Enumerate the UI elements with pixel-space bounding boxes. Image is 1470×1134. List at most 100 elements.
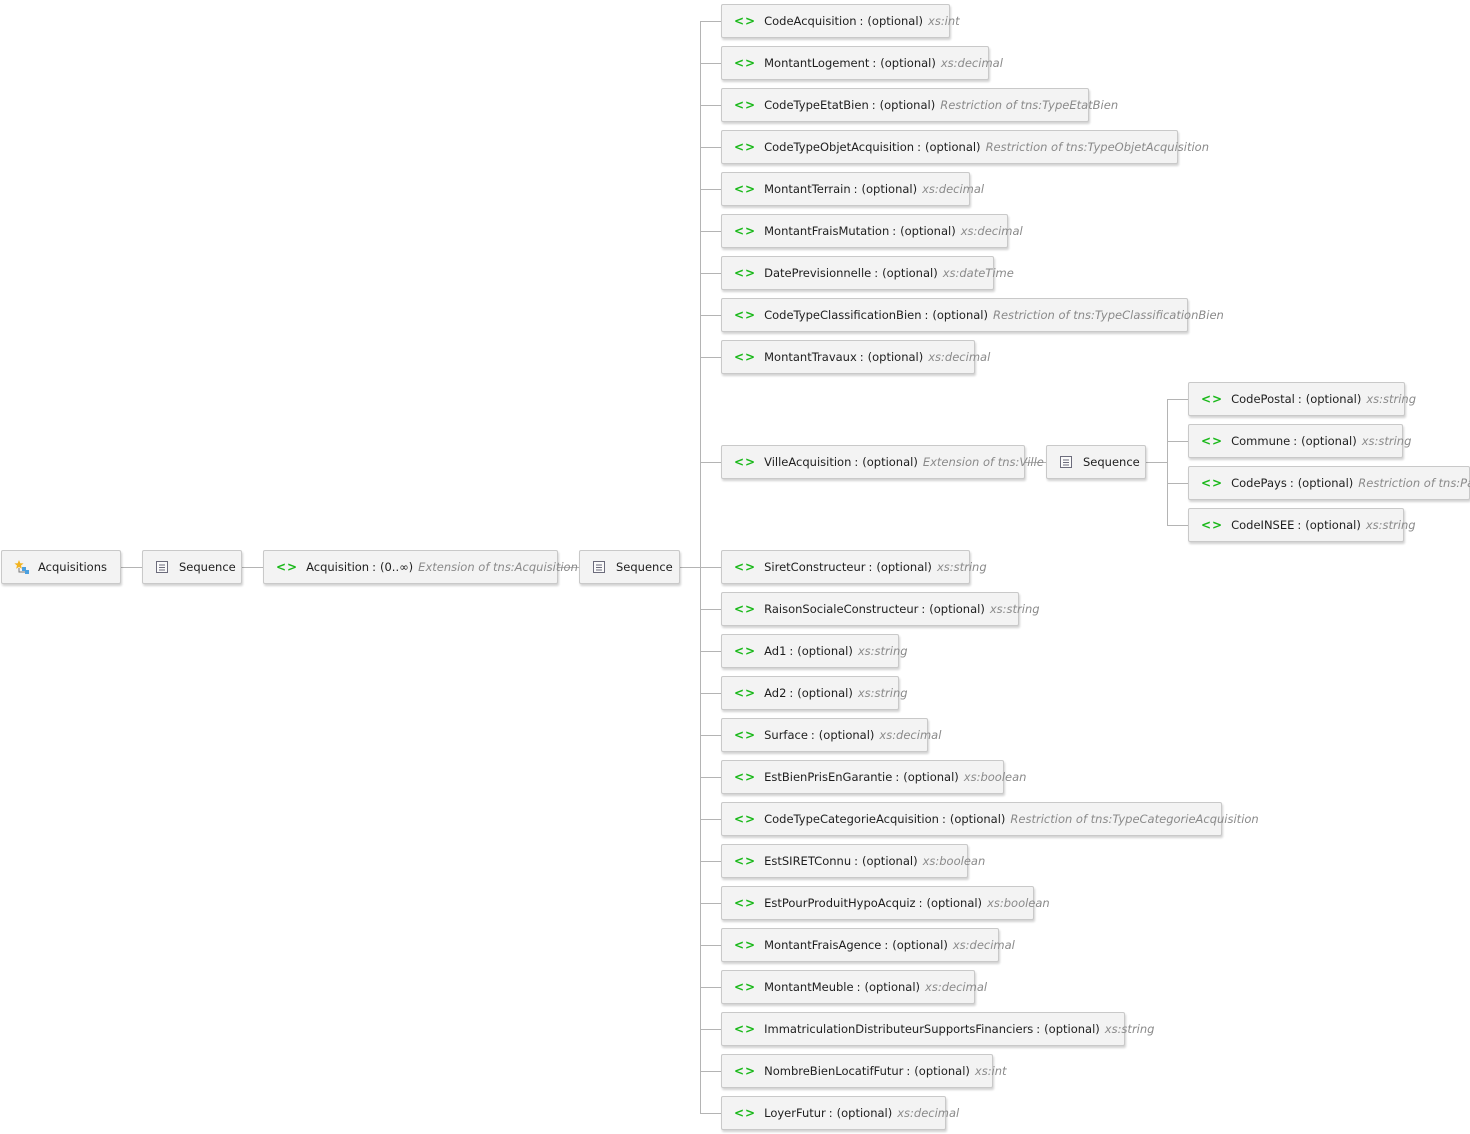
element-icon: <> [734, 602, 757, 616]
element-type: xs:boolean [922, 854, 986, 868]
element-icon: <> [1201, 392, 1224, 406]
element-name: CodeTypeObjetAcquisition [764, 140, 915, 154]
element-occurs: (optional) [1305, 392, 1362, 406]
element-node-raisonsocialeconstructeur[interactable]: <>RaisonSocialeConstructeur:(optional)xs… [721, 592, 1040, 626]
element-node-siretconstructeur[interactable]: <>SiretConstructeur:(optional)xs:string [721, 550, 987, 584]
element-type: xs:string [1365, 518, 1416, 532]
element-icon: <> [734, 896, 757, 910]
element-icon: <> [734, 140, 757, 154]
sequence-icon [155, 560, 169, 574]
element-type: Extension of tns:Ville [922, 455, 1044, 469]
element-icon: <> [734, 1022, 757, 1036]
element-icon: <> [734, 560, 757, 574]
element-name: MontantMeuble [764, 980, 854, 994]
element-type: Restriction of tns:TypeClassificationBie… [992, 308, 1224, 322]
element-node-montantfraismutation[interactable]: <>MontantFraisMutation:(optional)xs:deci… [721, 214, 1023, 248]
element-node-ad1[interactable]: <>Ad1:(optional)xs:string [721, 634, 908, 668]
element-type: xs:decimal [922, 182, 985, 196]
sequence-node-ville[interactable]: Sequence [1046, 445, 1146, 479]
element-occurs: (optional) [900, 224, 956, 238]
element-occurs: (optional) [1305, 518, 1361, 532]
element-occurs: (optional) [892, 938, 948, 952]
element-name: Commune [1231, 434, 1291, 448]
element-type: xs:string [936, 560, 987, 574]
sequence-node-root[interactable]: Sequence [142, 550, 242, 584]
element-name: CodeINSEE [1231, 518, 1295, 532]
element-name: MontantTravaux [764, 350, 857, 364]
root-node-acquisitions[interactable]: Acquisitions [1, 550, 121, 584]
element-node-montanttravaux[interactable]: <>MontantTravaux:(optional)xs:decimal [721, 340, 990, 374]
element-icon: <> [734, 1106, 757, 1120]
element-node-villeacquisition[interactable]: <>VilleAcquisition:(optional)Extension o… [721, 445, 1044, 479]
element-node-codeinsee[interactable]: <>CodeINSEE:(optional)xs:string [1188, 508, 1416, 542]
element-node-commune[interactable]: <>Commune:(optional)xs:string [1188, 424, 1411, 458]
element-node-loyerfutur[interactable]: <>LoyerFutur:(optional)xs:decimal [721, 1096, 959, 1130]
element-icon: <> [734, 644, 757, 658]
element-type: Restriction of tns:TypeObjetAcquisition [985, 140, 1209, 154]
element-name: MontantTerrain [764, 182, 851, 196]
element-icon: <> [734, 308, 757, 322]
element-node-acquisition[interactable]: <> Acquisition : (0..∞) Extension of tns… [263, 550, 578, 584]
element-occurs: (optional) [797, 686, 853, 700]
element-name: CodePostal [1231, 392, 1295, 406]
element-icon: <> [734, 266, 757, 280]
element-occurs: (optional) [1297, 476, 1354, 490]
element-node-montantfraisagence[interactable]: <>MontantFraisAgence:(optional)xs:decima… [721, 928, 1015, 962]
element-type: xs:string [857, 644, 908, 658]
element-icon: <> [734, 182, 757, 196]
element-icon: <> [1201, 518, 1224, 532]
element-occurs: (optional) [949, 812, 1006, 826]
element-name: CodeAcquisition [764, 14, 857, 28]
element-icon: <> [734, 728, 757, 742]
element-node-codetypeclassificationbien[interactable]: <>CodeTypeClassificationBien:(optional)R… [721, 298, 1224, 332]
element-node-estpourproduithypoacquiz[interactable]: <>EstPourProduitHypoAcquiz:(optional)xs:… [721, 886, 1050, 920]
element-node-estsiretconnu[interactable]: <>EstSIRETConnu:(optional)xs:boolean [721, 844, 985, 878]
element-icon: <> [734, 56, 757, 70]
element-type: xs:string [1104, 1022, 1155, 1036]
element-node-codetypeetatbien[interactable]: <>CodeTypeEtatBien:(optional)Restriction… [721, 88, 1118, 122]
element-node-codetypecategorieacquisition[interactable]: <>CodeTypeCategorieAcquisition:(optional… [721, 802, 1259, 836]
element-node-estbienprisengarantie[interactable]: <>EstBienPrisEnGarantie:(optional)xs:boo… [721, 760, 1026, 794]
element-node-montantlogement[interactable]: <>MontantLogement:(optional)xs:decimal [721, 46, 1003, 80]
root-element-icon [14, 559, 30, 575]
root-label: Acquisitions [38, 560, 107, 574]
element-node-immatriculationdistributeursupportsfinanciers[interactable]: <>ImmatriculationDistributeurSupportsFin… [721, 1012, 1154, 1046]
element-icon: <> [734, 812, 757, 826]
element-icon: <> [276, 560, 299, 574]
element-icon: <> [734, 455, 757, 469]
element-type: xs:string [1361, 434, 1412, 448]
element-name: CodeTypeCategorieAcquisition [764, 812, 939, 826]
sequence-icon [1059, 455, 1073, 469]
element-name: VilleAcquisition [764, 455, 852, 469]
sequence-icon [592, 560, 606, 574]
element-occurs: (optional) [932, 308, 988, 322]
element-name: MontantFraisAgence [764, 938, 882, 952]
element-node-surface[interactable]: <>Surface:(optional)xs:decimal [721, 718, 941, 752]
element-type: xs:decimal [925, 980, 988, 994]
element-node-nombrebienlocatiffutur[interactable]: <>NombreBienLocatifFutur:(optional)xs:in… [721, 1054, 1007, 1088]
element-name: LoyerFutur [764, 1106, 826, 1120]
element-node-montantterrain[interactable]: <>MontantTerrain:(optional)xs:decimal [721, 172, 984, 206]
element-occurs: (optional) [926, 896, 983, 910]
element-icon: <> [1201, 476, 1224, 490]
element-type: xs:boolean [987, 896, 1050, 910]
element-occurs: (optional) [862, 455, 918, 469]
element-node-montantmeuble[interactable]: <>MontantMeuble:(optional)xs:decimal [721, 970, 987, 1004]
element-type: xs:decimal [897, 1106, 960, 1120]
element-occurs: (optional) [1301, 434, 1357, 448]
element-occurs: (optional) [882, 266, 938, 280]
element-node-dateprevisionnelle[interactable]: <>DatePrevisionnelle:(optional)xs:dateTi… [721, 256, 1014, 290]
element-name: Surface [764, 728, 808, 742]
element-node-codepays[interactable]: <>CodePays:(optional)Restriction of tns:… [1188, 466, 1470, 500]
element-icon: <> [734, 14, 757, 28]
element-node-ad2[interactable]: <>Ad2:(optional)xs:string [721, 676, 908, 710]
element-type: Restriction of tns:TypeCategorieAcquisit… [1010, 812, 1259, 826]
sequence-node-acquisition[interactable]: Sequence [579, 550, 680, 584]
element-node-codeacquisition[interactable]: <>CodeAcquisition:(optional)xs:int [721, 4, 960, 38]
sequence-label: Sequence [179, 560, 236, 574]
element-type: xs:boolean [963, 770, 1027, 784]
element-occurs: (optional) [880, 56, 936, 70]
element-node-codepostal[interactable]: <>CodePostal:(optional)xs:string [1188, 382, 1416, 416]
element-node-codetypeobjetacquisition[interactable]: <>CodeTypeObjetAcquisition:(optional)Res… [721, 130, 1209, 164]
element-type: Extension of tns:Acquisition [418, 560, 578, 574]
